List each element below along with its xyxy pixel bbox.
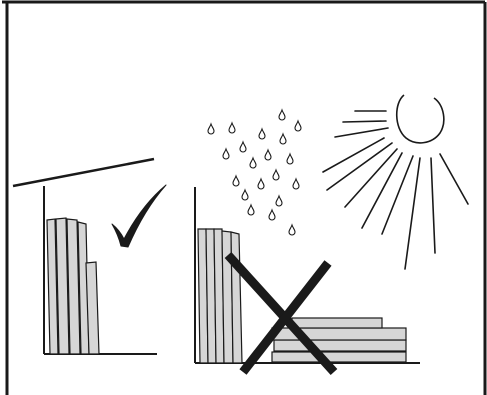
sun-icon: [322, 94, 469, 270]
exposed-storage-scene: [194, 94, 469, 376]
roof-icon: [12, 157, 155, 188]
stacked-boards-icon: [46, 217, 100, 355]
checkmark-icon: [111, 184, 167, 248]
sun-rays: [322, 110, 469, 270]
sun-disc: [395, 94, 445, 144]
leaning-boards-icon: [197, 228, 243, 364]
sheltered-storage-scene: [12, 157, 167, 355]
cross-icon: [224, 251, 338, 376]
rain-drops-icon: [207, 108, 302, 236]
